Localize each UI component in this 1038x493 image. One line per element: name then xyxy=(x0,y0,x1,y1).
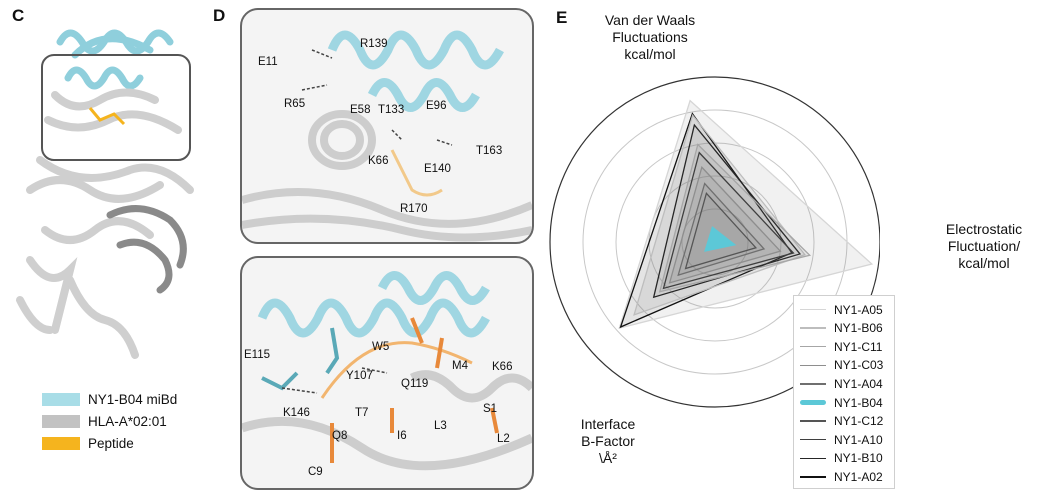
radar-legend-line xyxy=(800,345,826,348)
residue-label: K66 xyxy=(368,155,389,167)
radar-legend-line xyxy=(800,438,826,441)
panel-c-legend: NY1-B04 miBd HLA-A*02:01 Peptide xyxy=(42,388,177,454)
residue-label: K66 xyxy=(492,361,513,373)
radar-chart xyxy=(549,76,880,408)
axis-label-bfac: Interface B-Factor \Å² xyxy=(568,416,648,467)
radar-legend-item: NY1-A10 xyxy=(794,430,894,449)
radar-legend-item: NY1-B04 xyxy=(794,393,894,412)
axis-label-bfac-line3: \Å² xyxy=(599,450,617,466)
panel-c-letter: C xyxy=(12,6,25,25)
radar-legend-line xyxy=(800,327,826,329)
legend-row-peptide: Peptide xyxy=(42,432,177,454)
radar-legend-line xyxy=(800,400,826,405)
beta2m-ribbons xyxy=(106,205,187,294)
panel-d-top-art xyxy=(242,30,532,242)
residue-label: T7 xyxy=(355,407,369,419)
residue-label: I6 xyxy=(397,430,407,442)
legend-swatch-mibd xyxy=(42,392,80,406)
legend-swatch-hla xyxy=(42,414,80,428)
radar-legend-item: NY1-C11 xyxy=(794,337,894,356)
axis-label-vdw-line3: kcal/mol xyxy=(624,46,676,62)
axis-label-vdw-line1: Van der Waals xyxy=(604,12,696,28)
axis-label-vdw: Van der Waals Fluctuations kcal/mol xyxy=(580,12,720,63)
residue-label: S1 xyxy=(483,403,498,415)
radar-legend-label: NY1-A02 xyxy=(834,469,883,484)
residue-label: E58 xyxy=(350,104,371,116)
radar-legend-item: NY1-C12 xyxy=(794,412,894,431)
radar-legend-item: NY1-A02 xyxy=(794,467,894,486)
residue-label: R139 xyxy=(360,38,388,50)
axis-label-elec-line2: Fluctuation/ xyxy=(947,238,1021,254)
legend-label-peptide: Peptide xyxy=(88,435,134,451)
legend-label-hla: HLA-A*02:01 xyxy=(88,413,167,429)
legend-swatch-peptide xyxy=(42,436,80,450)
radar-legend-label: NY1-A05 xyxy=(834,302,883,317)
panel-e-letter: E xyxy=(556,8,568,27)
axis-label-elec-line3: kcal/mol xyxy=(958,255,1010,271)
radar-legend-label: NY1-A10 xyxy=(834,432,883,447)
legend-label-mibd: NY1-B04 miBd xyxy=(88,391,178,407)
mibd-helices xyxy=(56,29,174,90)
radar-legend-item: NY1-A04 xyxy=(794,374,894,393)
legend-row-hla: HLA-A*02:01 xyxy=(42,410,177,432)
radar-legend-label: NY1-B06 xyxy=(834,321,883,336)
panel-d-letter: D xyxy=(213,6,226,25)
residue-label: E11 xyxy=(258,56,278,68)
legend-row-mibd: NY1-B04 miBd xyxy=(42,388,177,410)
panel-d-bottom-box xyxy=(240,256,534,490)
residue-label: C9 xyxy=(308,466,323,478)
radar-legend-item: NY1-B06 xyxy=(794,319,894,338)
radar-legend-item: NY1-B10 xyxy=(794,449,894,468)
radar-legend-line xyxy=(800,476,826,478)
axis-label-vdw-line2: Fluctuations xyxy=(612,29,688,45)
axis-label-elec: Electrostatic Fluctuation/ kcal/mol xyxy=(934,221,1034,272)
hla-ribbons xyxy=(16,88,194,359)
radar-legend-line xyxy=(800,383,826,385)
radar-legend-label: NY1-C12 xyxy=(834,414,884,429)
radar-series-ny1-c12 xyxy=(684,191,758,270)
axis-label-bfac-line2: B-Factor xyxy=(581,433,635,449)
radar-series-ny1-b04 xyxy=(704,226,737,252)
residue-label: T163 xyxy=(476,145,503,157)
residue-label: L2 xyxy=(497,433,510,445)
residue-label: R65 xyxy=(284,98,306,110)
panel-c-structure xyxy=(16,29,194,359)
residue-label: Q8 xyxy=(332,430,348,442)
residue-label: E140 xyxy=(424,163,451,175)
radar-legend-item: NY1-C03 xyxy=(794,356,894,375)
radar-legend-label: NY1-C03 xyxy=(834,358,884,373)
residue-label: W5 xyxy=(372,341,390,353)
residue-label: E115 xyxy=(244,349,271,361)
axis-label-bfac-line1: Interface xyxy=(580,416,636,432)
panel-d-bottom-art xyxy=(242,271,532,471)
radar-grid-ring xyxy=(549,76,880,408)
radar-legend-line xyxy=(800,364,826,367)
radar-series-ny1-c03 xyxy=(668,165,782,284)
residue-label: R170 xyxy=(400,203,428,215)
residue-label: E96 xyxy=(426,100,447,112)
panel-d-top-box xyxy=(240,8,534,244)
radar-legend-label: NY1-C11 xyxy=(834,339,883,354)
axis-label-elec-line1: Electrostatic xyxy=(945,221,1023,237)
radar-legend-label: NY1-A04 xyxy=(834,376,883,391)
residue-label: M4 xyxy=(452,360,468,372)
peptide-stick xyxy=(88,107,126,126)
residue-label: Y107 xyxy=(346,370,373,382)
residue-label: K146 xyxy=(283,407,310,419)
radar-legend-label: NY1-B10 xyxy=(834,451,883,466)
radar-legend-line xyxy=(800,308,826,311)
residue-label: L3 xyxy=(434,420,447,432)
radar-legend-line xyxy=(800,420,826,422)
radar-legend-label: NY1-B04 xyxy=(834,395,883,410)
residue-label: Q119 xyxy=(401,378,429,390)
radar-legend-line xyxy=(800,457,826,460)
zoom-box xyxy=(41,54,191,161)
residue-label: T133 xyxy=(378,104,405,116)
radar-legend-item: NY1-A05 xyxy=(794,300,894,319)
